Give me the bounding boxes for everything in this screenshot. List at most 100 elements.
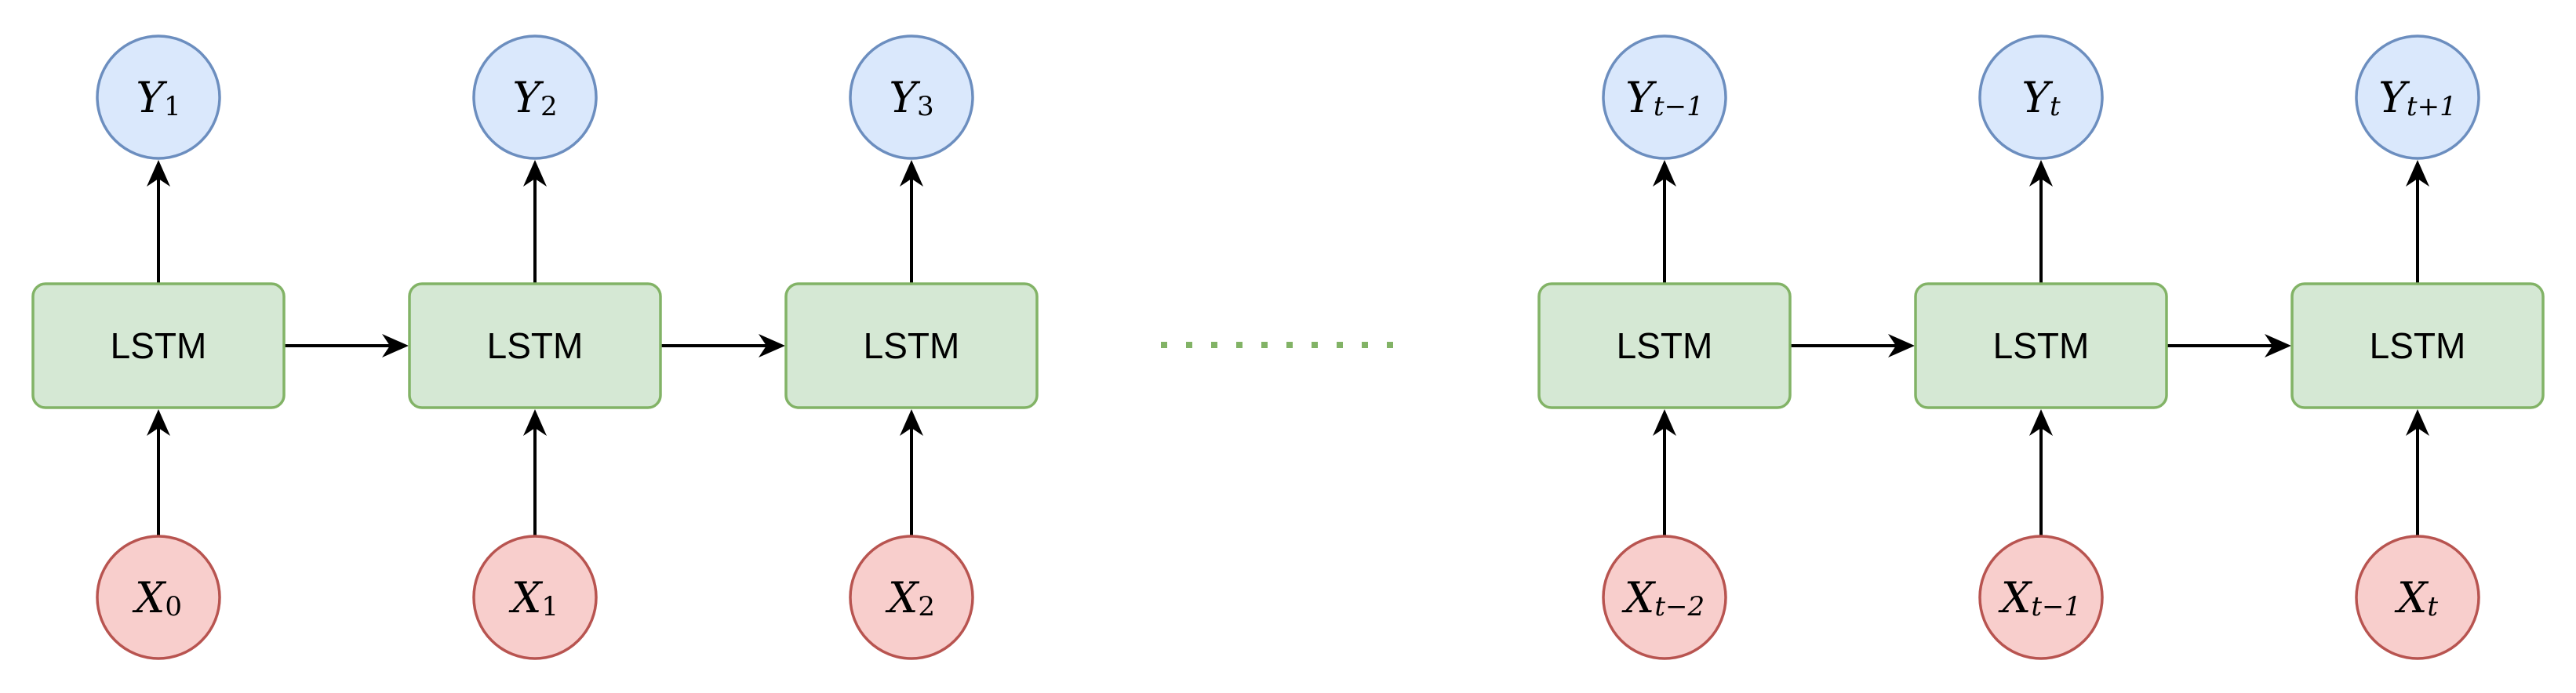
arrowhead — [147, 160, 170, 187]
ellipsis-dot — [1236, 342, 1243, 348]
input-node: Xt−1 — [1978, 535, 2104, 660]
arrowhead — [523, 160, 547, 187]
recurrent-arrow — [284, 334, 409, 357]
lstm-box — [784, 282, 1039, 409]
output-circle — [849, 34, 974, 160]
lstm-box — [31, 282, 286, 409]
output-label: Y2 — [512, 73, 557, 123]
lstm-cell: LSTM — [1914, 282, 2168, 409]
input-arrow — [523, 409, 547, 536]
arrowhead — [147, 409, 170, 436]
output-circle — [1978, 34, 2104, 160]
arrowhead — [1653, 160, 1676, 187]
ellipsis-dot — [1387, 342, 1393, 348]
output-arrow — [1653, 160, 1676, 284]
lstm-box — [1537, 282, 1792, 409]
output-label: Y3 — [889, 73, 933, 123]
input-circle — [1602, 535, 1727, 660]
arrowhead — [523, 409, 547, 436]
output-circle — [472, 34, 598, 160]
output-circle — [1602, 34, 1727, 160]
output-arrow — [523, 160, 547, 284]
input-label: X1 — [508, 573, 558, 623]
arrowhead — [2029, 160, 2053, 187]
arrowhead — [759, 334, 785, 357]
lstm-cell: LSTM — [31, 282, 286, 409]
input-circle — [2355, 535, 2480, 660]
arrowhead — [1888, 334, 1915, 357]
lstm-cell: LSTM — [784, 282, 1039, 409]
output-node: Yt — [1978, 34, 2104, 160]
lstm-cell: LSTM — [1537, 282, 1792, 409]
lstm-label: LSTM — [487, 325, 584, 366]
input-arrow — [1653, 409, 1676, 536]
input-circle — [472, 535, 598, 660]
arrowhead — [900, 160, 923, 187]
input-arrow — [147, 409, 170, 536]
output-node: Y2 — [472, 34, 598, 160]
lstm-box — [2290, 282, 2545, 409]
input-label: Xt−1 — [1998, 573, 2081, 623]
input-label: Xt−2 — [1621, 573, 1705, 623]
lstm-label: LSTM — [2370, 325, 2466, 366]
ellipsis-dot — [1161, 342, 1167, 348]
ellipsis-dot — [1211, 342, 1217, 348]
input-circle — [96, 535, 221, 660]
input-arrow — [2029, 409, 2053, 536]
lstm-label: LSTM — [111, 325, 207, 366]
input-node: X1 — [472, 535, 598, 660]
input-circle — [849, 535, 974, 660]
output-node: Yt−1 — [1602, 34, 1727, 160]
recurrent-arrow — [1790, 334, 1915, 357]
lstm-cell: LSTM — [408, 282, 662, 409]
lstm-label: LSTM — [1617, 325, 1713, 366]
ellipsis-dot — [1186, 342, 1192, 348]
output-node: Y3 — [849, 34, 974, 160]
arrowhead — [1653, 409, 1676, 436]
recurrent-arrow — [2167, 334, 2291, 357]
ellipsis-dot — [1337, 342, 1343, 348]
lstm-cell: LSTM — [2290, 282, 2545, 409]
output-arrow — [900, 160, 923, 284]
output-label: Yt — [2021, 73, 2061, 123]
output-arrow — [2029, 160, 2053, 284]
output-node: Y1 — [96, 34, 221, 160]
lstm-box — [408, 282, 662, 409]
output-label: Y1 — [136, 73, 180, 123]
arrowhead — [2406, 409, 2429, 436]
input-circle — [1978, 535, 2104, 660]
output-label: Yt−1 — [1625, 73, 1703, 123]
arrowhead — [2406, 160, 2429, 187]
ellipsis-dot — [1312, 342, 1318, 348]
input-node: Xt−2 — [1602, 535, 1727, 660]
input-arrow — [900, 409, 923, 536]
output-circle — [2355, 34, 2480, 160]
recurrent-arrow — [660, 334, 785, 357]
input-label: Xt — [2394, 573, 2438, 623]
input-node: X0 — [96, 535, 221, 660]
output-arrow — [147, 160, 170, 284]
input-label: X0 — [132, 573, 182, 623]
arrowhead — [382, 334, 409, 357]
ellipsis-dot — [1286, 342, 1293, 348]
ellipsis-dot — [1362, 342, 1368, 348]
input-node: Xt — [2355, 535, 2480, 660]
arrowhead — [900, 409, 923, 436]
ellipsis-dot — [1261, 342, 1268, 348]
output-arrow — [2406, 160, 2429, 284]
lstm-label: LSTM — [1993, 325, 2090, 366]
input-arrow — [2406, 409, 2429, 536]
connectors — [147, 160, 2429, 536]
ellipsis-dots — [1161, 342, 1393, 348]
lstm-box — [1914, 282, 2168, 409]
output-circle — [96, 34, 221, 160]
output-node: Yt+1 — [2355, 34, 2480, 160]
input-node: X2 — [849, 535, 974, 660]
arrowhead — [2265, 334, 2291, 357]
arrowhead — [2029, 409, 2053, 436]
output-label: Yt+1 — [2378, 73, 2456, 123]
lstm-label: LSTM — [864, 325, 960, 366]
input-label: X2 — [885, 573, 935, 623]
